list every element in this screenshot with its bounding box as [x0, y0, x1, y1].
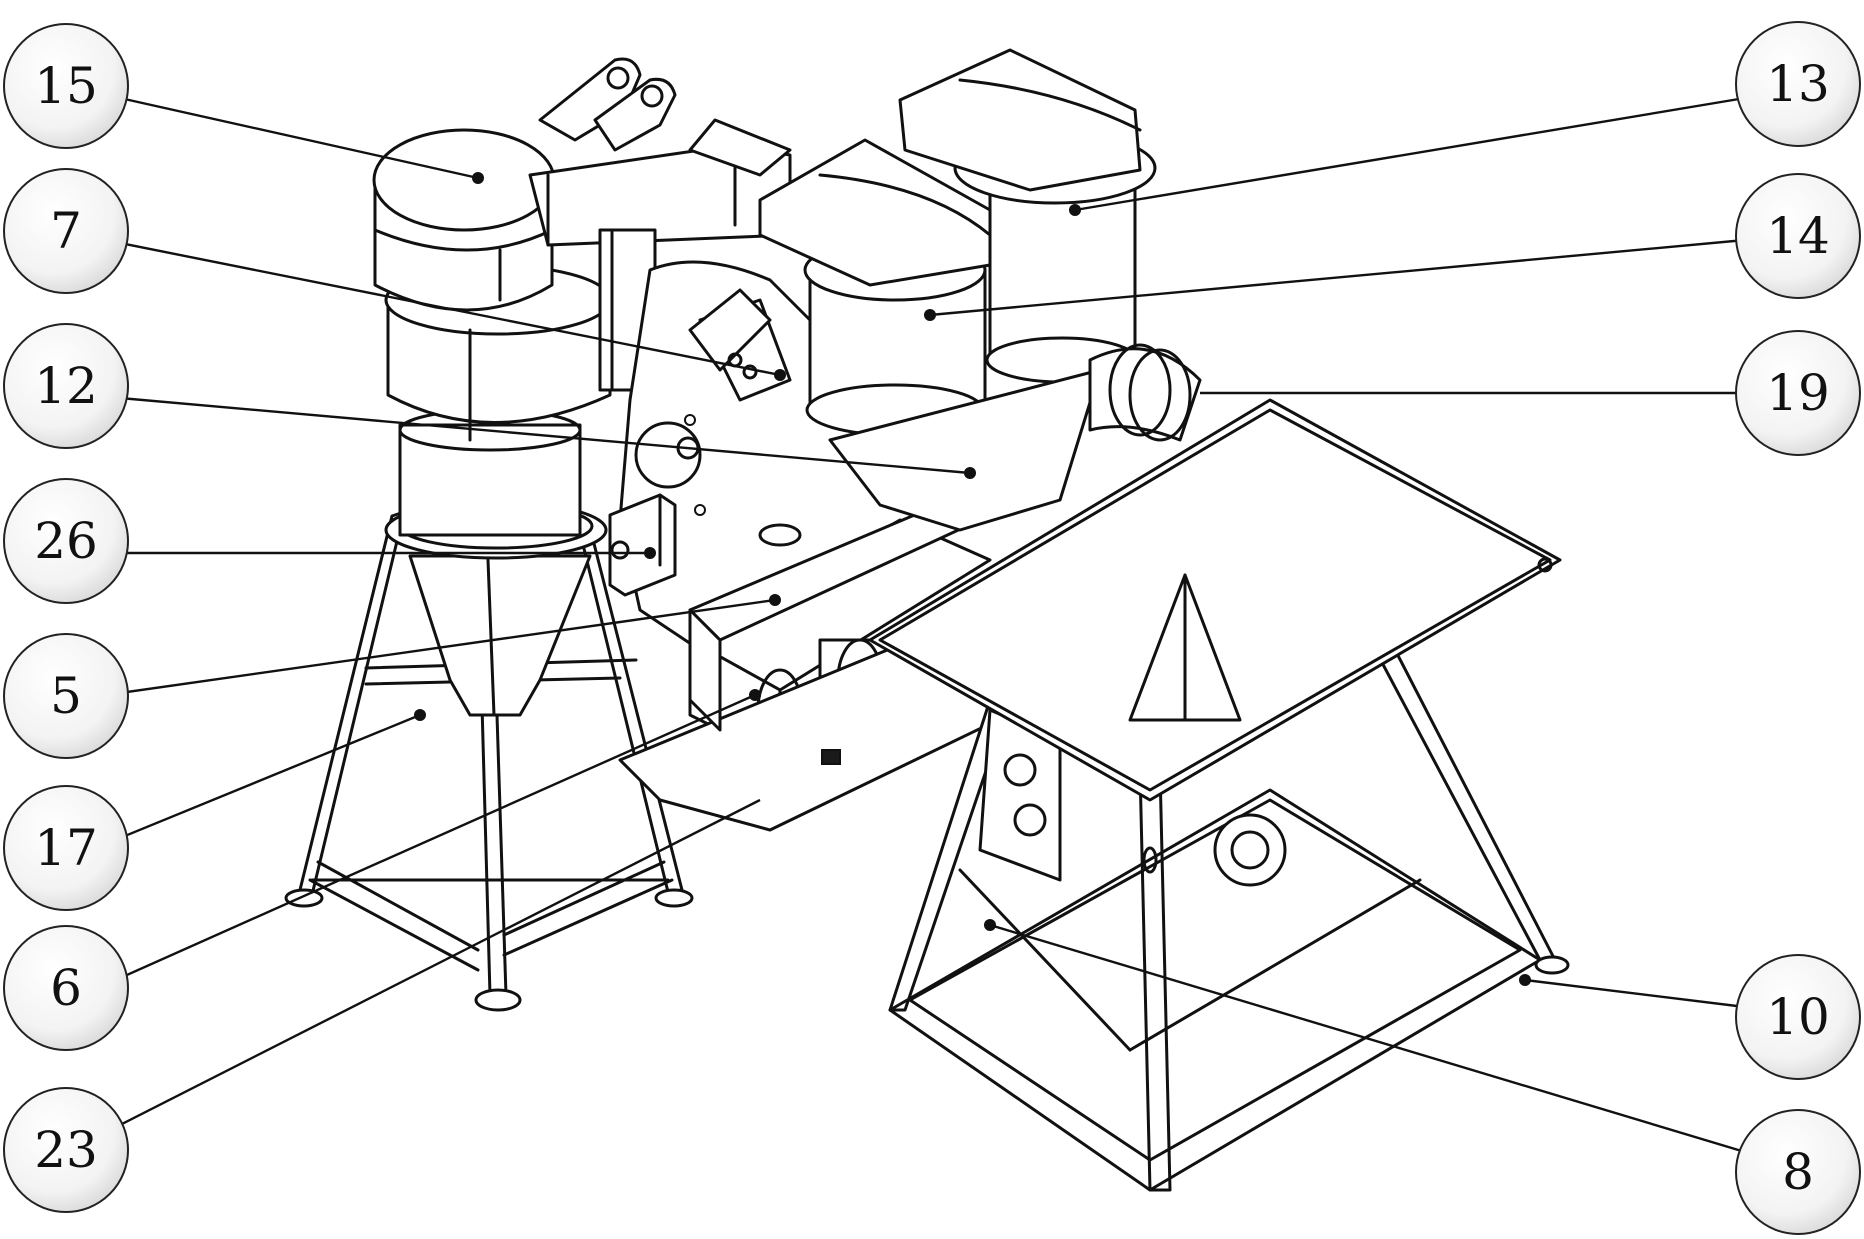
- callout-label: 10: [1766, 988, 1830, 1046]
- callout-label: 26: [34, 512, 98, 570]
- callout-19: 19: [1735, 330, 1861, 456]
- leader-lines: [119, 96, 1746, 1154]
- callout-label: 19: [1766, 364, 1830, 422]
- callout-23: 23: [3, 1087, 129, 1213]
- callout-label: 15: [34, 57, 98, 115]
- callout-14: 14: [1735, 173, 1861, 299]
- callout-13: 13: [1735, 21, 1861, 147]
- callout-label: 13: [1766, 55, 1830, 113]
- callout-label: 7: [50, 202, 82, 260]
- callout-26: 26: [3, 478, 129, 604]
- callout-15: 15: [3, 23, 129, 149]
- hopper-stand: [868, 398, 1570, 1192]
- callout-12: 12: [3, 323, 129, 449]
- callout-label: 23: [34, 1121, 98, 1179]
- cyclone-body: [372, 128, 792, 537]
- callout-5: 5: [3, 633, 129, 759]
- callout-17: 17: [3, 785, 129, 911]
- leader-endpoints: [414, 172, 1531, 986]
- callout-label: 6: [50, 959, 82, 1017]
- rear-mount-arms: [538, 57, 792, 177]
- callout-6: 6: [3, 925, 129, 1051]
- callout-7: 7: [3, 168, 129, 294]
- callout-label: 5: [50, 667, 82, 725]
- callout-10: 10: [1735, 954, 1861, 1080]
- callout-label: 17: [34, 819, 98, 877]
- callout-8: 8: [1735, 1109, 1861, 1235]
- callout-label: 12: [34, 357, 98, 415]
- callout-label: 8: [1782, 1143, 1814, 1201]
- filter-drums: [758, 48, 1202, 532]
- callout-label: 14: [1766, 207, 1830, 265]
